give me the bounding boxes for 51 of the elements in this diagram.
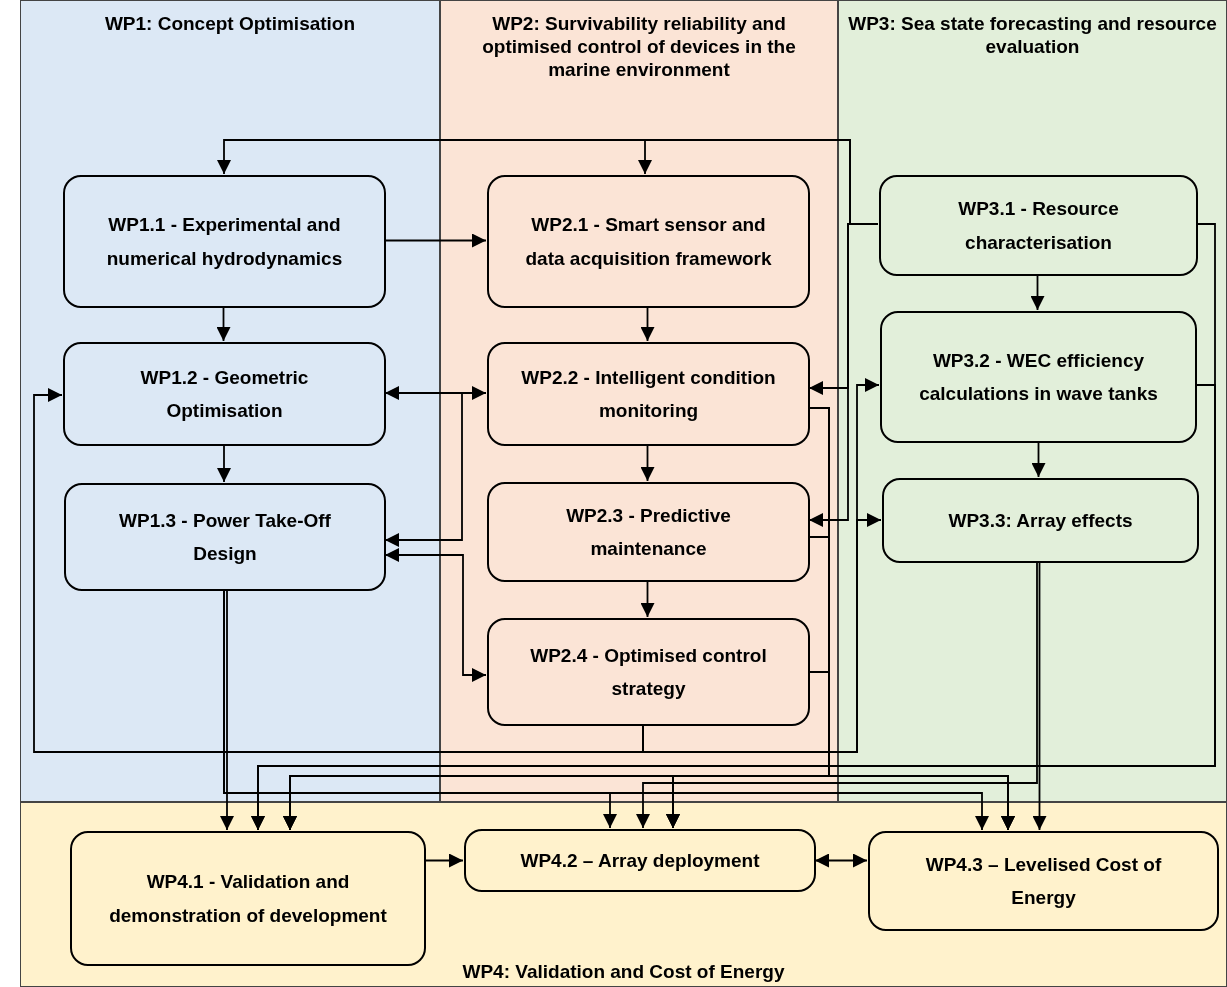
task-box (63, 175, 386, 308)
task-title: WP1.2 - Geometric Optimisation (139, 365, 310, 423)
arrow (220, 589, 234, 831)
task-box (879, 175, 1198, 276)
task-box (880, 311, 1197, 443)
task-title: WP3.1 - Resource characterisation (957, 197, 1120, 255)
work-package-band (440, 0, 838, 802)
task-title: WP3.3: Array effects (948, 508, 1133, 533)
task-title: WP4.2 – Array deployment (520, 848, 760, 873)
task-title: WP1.1 - Experimental and numerical hydrodynamics (105, 213, 344, 271)
task-box (487, 482, 810, 582)
task-title: WP4.1 - Validation and demonstration of development (108, 870, 388, 928)
work-package-band (838, 0, 1227, 802)
task-box (487, 342, 810, 446)
task-box (64, 483, 386, 591)
arrow (223, 589, 989, 831)
arrow (640, 306, 655, 342)
task-box (464, 829, 816, 892)
arrow (1031, 441, 1046, 478)
task-title: WP3.2 - WEC efficiency calculations in wave tanks (918, 348, 1159, 406)
task-title: WP2.3 - Predictive maintenance (565, 503, 732, 561)
task-title: WP2.4 - Optimised control strategy (529, 643, 768, 701)
arrow (814, 853, 868, 868)
task-title: WP2.2 - Intelligent condition monitoring (520, 365, 777, 423)
task-title: WP2.1 - Smart sensor and data acquisition framework (524, 213, 773, 271)
section-title: WP3: Sea state forecasting and resource evaluation (847, 13, 1218, 59)
task-box (63, 342, 386, 446)
arrow (636, 561, 1038, 829)
task-box (487, 175, 810, 308)
task-box (868, 831, 1219, 931)
arrow (640, 444, 655, 482)
arrow (251, 384, 1216, 831)
task-box (487, 618, 810, 726)
arrow (384, 233, 487, 248)
task-box (882, 478, 1199, 563)
section-title: WP1: Concept Optimisation (103, 13, 357, 36)
arrow (640, 580, 655, 618)
section-title: WP2: Survivability reliability and optimised control of devices in the marine environment (481, 13, 797, 82)
arrow (384, 548, 487, 682)
task-box (70, 831, 426, 966)
arrow (33, 388, 644, 753)
section-title: WP4: Validation and Cost of Energy (461, 961, 786, 984)
work-package-band (20, 802, 1227, 987)
arrow (216, 306, 231, 342)
work-package-band (20, 0, 440, 802)
arrow (217, 444, 231, 483)
arrow (424, 853, 464, 868)
arrow (1030, 274, 1045, 311)
task-title: WP1.3 - Power Take-Off Design (118, 508, 332, 566)
arrow (1032, 561, 1047, 831)
task-title: WP4.3 – Levelised Cost of Energy (924, 852, 1163, 910)
